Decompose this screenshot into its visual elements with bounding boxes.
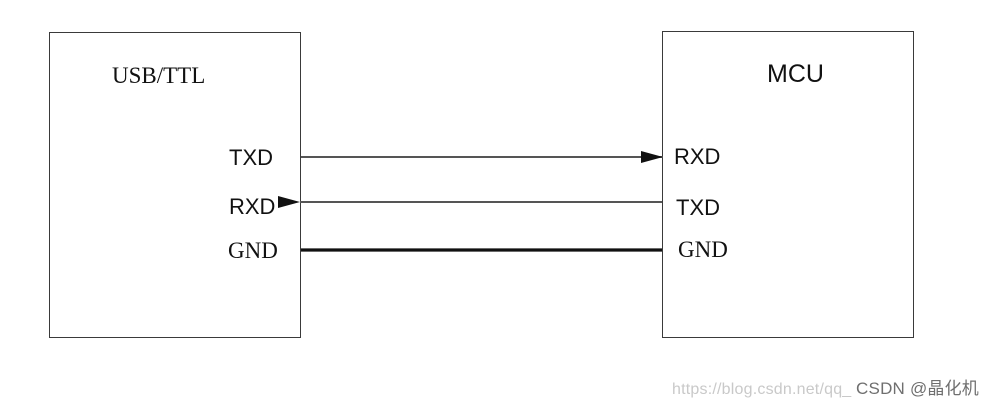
usb-ttl-rxd-pin: RXD (229, 194, 276, 219)
mcu-gnd-pin: GND (678, 237, 728, 262)
mcu-txd-pin: TXD (676, 195, 720, 220)
usb-ttl-gnd-pin: GND (228, 238, 278, 263)
watermark-brand: CSDN @晶化机 (856, 379, 979, 398)
usb-ttl-title: USB/TTL (112, 63, 206, 88)
mcu-title: MCU (767, 60, 824, 88)
usb-ttl-txd-pin: TXD (229, 145, 273, 170)
mcu-rxd-pin: RXD (674, 144, 721, 169)
mcu-box (662, 31, 914, 338)
usb-ttl-box (49, 32, 301, 338)
watermark-url: https://blog.csdn.net/qq_ (672, 381, 852, 398)
watermark: https://blog.csdn.net/qq_ CSDN @晶化机 (672, 374, 979, 399)
